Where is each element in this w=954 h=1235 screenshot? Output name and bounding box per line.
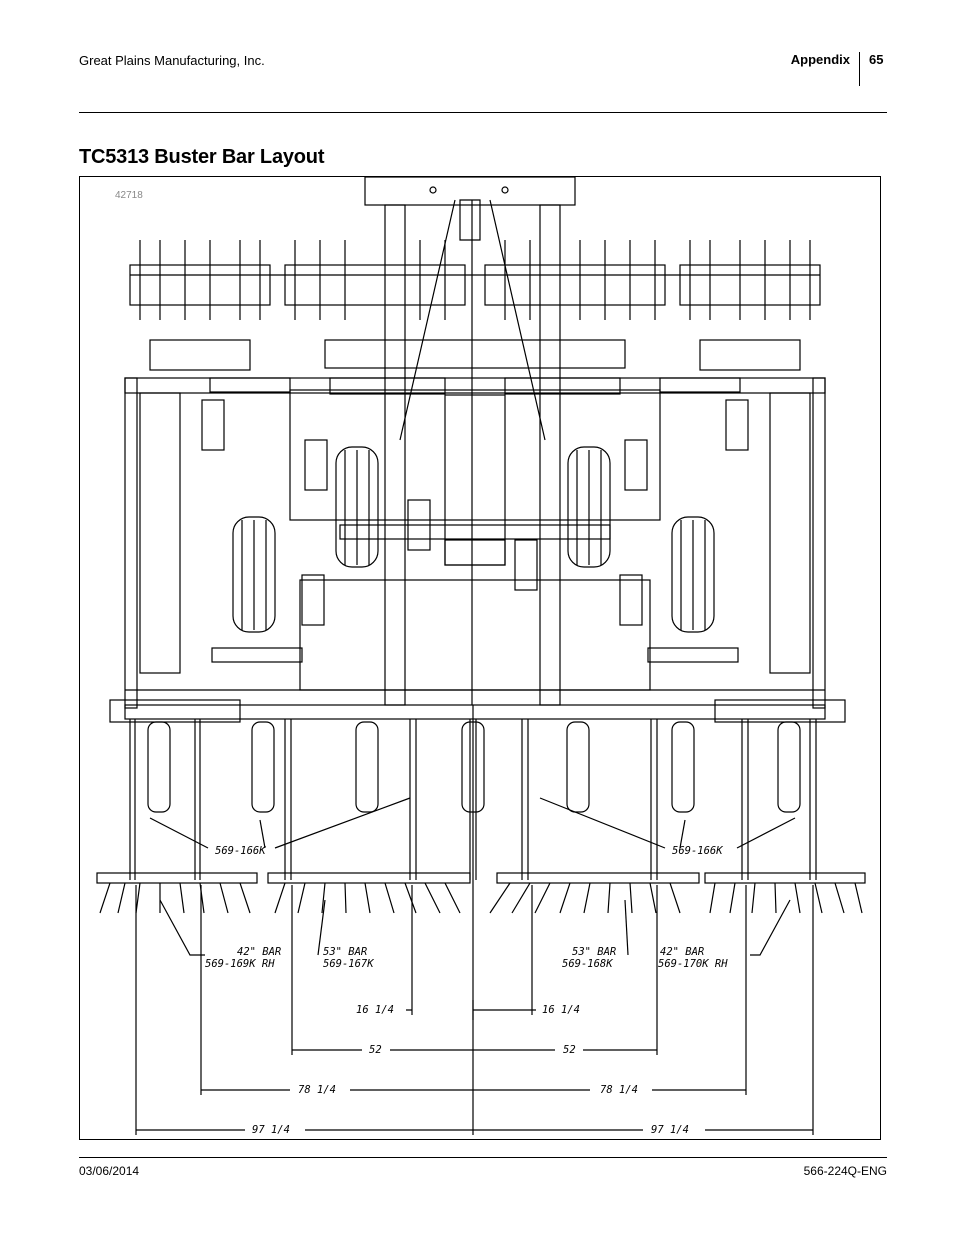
callout-bar-53-right-size: 53" BAR (572, 946, 616, 958)
dim-16-left: 16 1/4 (356, 1004, 394, 1016)
page-title: TC5313 Buster Bar Layout (79, 146, 325, 168)
footer-rule (79, 1157, 887, 1158)
figure-id: 42718 (115, 190, 143, 201)
header-rule (79, 112, 887, 113)
dim-78-left: 78 1/4 (298, 1084, 336, 1096)
page-number: 65 (869, 52, 884, 67)
callout-tine-part-right: 569-166K (672, 845, 723, 857)
dim-97-right: 97 1/4 (651, 1124, 689, 1136)
callout-bar-42-left-size: 42" BAR (237, 946, 281, 958)
machine-drawing: 569-166K 569-166K 42" BAR 569-169K RH 53… (96, 177, 866, 1136)
dim-52-left: 52 (369, 1044, 382, 1056)
footer-date: 03/06/2014 (79, 1164, 140, 1178)
callout-bar-42-left-part: 569-169K RH (205, 958, 275, 970)
layout-figure: 42718 (79, 176, 881, 1140)
company-name: Great Plains Manufacturing, Inc. (79, 53, 265, 68)
dim-78-right: 78 1/4 (600, 1084, 638, 1096)
footer-doc-number: 566-224Q-ENG (803, 1164, 887, 1178)
callout-bar-53-right-part: 569-168K (562, 958, 613, 970)
header-divider (859, 52, 860, 86)
dim-97-left: 97 1/4 (252, 1124, 290, 1136)
callout-bar-53-left-part: 569-167K (323, 958, 374, 970)
callout-bar-53-left-size: 53" BAR (323, 946, 367, 958)
callout-bar-42-right-part: 569-170K RH (658, 958, 728, 970)
dim-52-right: 52 (563, 1044, 576, 1056)
section-label: Appendix (790, 52, 850, 67)
callout-bar-42-right-size: 42" BAR (660, 946, 704, 958)
callout-tine-part-left: 569-166K (215, 845, 266, 857)
dim-16-right: 16 1/4 (542, 1004, 580, 1016)
